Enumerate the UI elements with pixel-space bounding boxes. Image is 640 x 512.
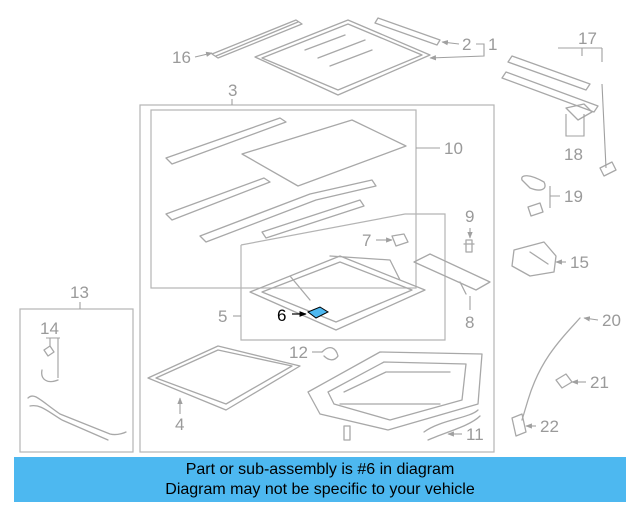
callout-12: 12 (289, 343, 308, 362)
banner-line-disclaimer: Diagram may not be specific to your vehi… (165, 481, 475, 498)
leader-19 (549, 186, 560, 208)
part-2-shape (374, 17, 441, 46)
callout-14: 14 (40, 319, 59, 338)
part-12-shape (321, 346, 339, 361)
part-4-shape (147, 345, 301, 411)
leader-20 (583, 316, 599, 322)
leader-18 (565, 114, 585, 137)
part-5-shape (249, 255, 426, 331)
group-frame-3 (139, 104, 495, 453)
callout-13: 13 (70, 283, 89, 302)
callout-4: 4 (175, 415, 184, 434)
group-frame-10 (150, 109, 417, 289)
part-7-shape (391, 233, 409, 247)
part-6-shape (307, 306, 330, 319)
part-20-shape (521, 317, 581, 421)
callout-16: 16 (172, 48, 191, 67)
part-8-shape (413, 253, 491, 295)
callout-8: 8 (465, 313, 474, 332)
callout-19: 19 (564, 187, 583, 206)
callout-3: 3 (228, 81, 237, 100)
part-11-shape (423, 409, 481, 441)
callout-9: 9 (465, 207, 474, 226)
part-1-shape (254, 19, 431, 96)
leader-16 (194, 51, 213, 58)
callout-21: 21 (590, 373, 609, 392)
banner-line-part: Part or sub-assembly is #6 in diagram (185, 461, 455, 478)
leader-17 (558, 47, 603, 62)
callout-15: 15 (570, 253, 589, 272)
group-frame-5 (240, 213, 446, 341)
callout-11: 11 (466, 425, 484, 444)
housing-bolt (343, 425, 351, 441)
part-17-shape (501, 55, 599, 113)
group-frame-13 (19, 308, 134, 453)
callout-6[interactable]: 6 (277, 306, 286, 325)
housing-shape (307, 351, 483, 431)
callout-7: 7 (362, 231, 371, 250)
callout-20: 20 (602, 311, 621, 330)
parts-diagram: 3 10 16 2 1 17 18 19 15 9 7 8 5 6 12 4 1… (19, 17, 621, 453)
part-22-shape (511, 413, 527, 437)
leader-14 (46, 337, 60, 378)
callout-1: 1 (488, 35, 497, 54)
part-21-shape (555, 373, 573, 389)
part-13-shape (27, 395, 127, 441)
part-9-shape (463, 239, 475, 253)
callout-18: 18 (564, 145, 583, 164)
part-14-shape (41, 345, 59, 383)
part-10-shape (165, 117, 407, 243)
part-15-shape (511, 241, 557, 277)
callout-5: 5 (218, 307, 227, 326)
callout-10: 10 (444, 139, 463, 158)
leader-1 (429, 43, 485, 61)
callout-17: 17 (578, 29, 597, 48)
callout-22: 22 (540, 417, 559, 436)
callout-2: 2 (462, 35, 471, 54)
part-18-shape (565, 103, 617, 177)
leader-2 (441, 40, 460, 46)
part-19-shape (521, 175, 546, 217)
info-banner: Part or sub-assembly is #6 in diagram Di… (14, 457, 626, 502)
part-18-rod (601, 83, 607, 169)
part-16-shape (211, 19, 303, 59)
